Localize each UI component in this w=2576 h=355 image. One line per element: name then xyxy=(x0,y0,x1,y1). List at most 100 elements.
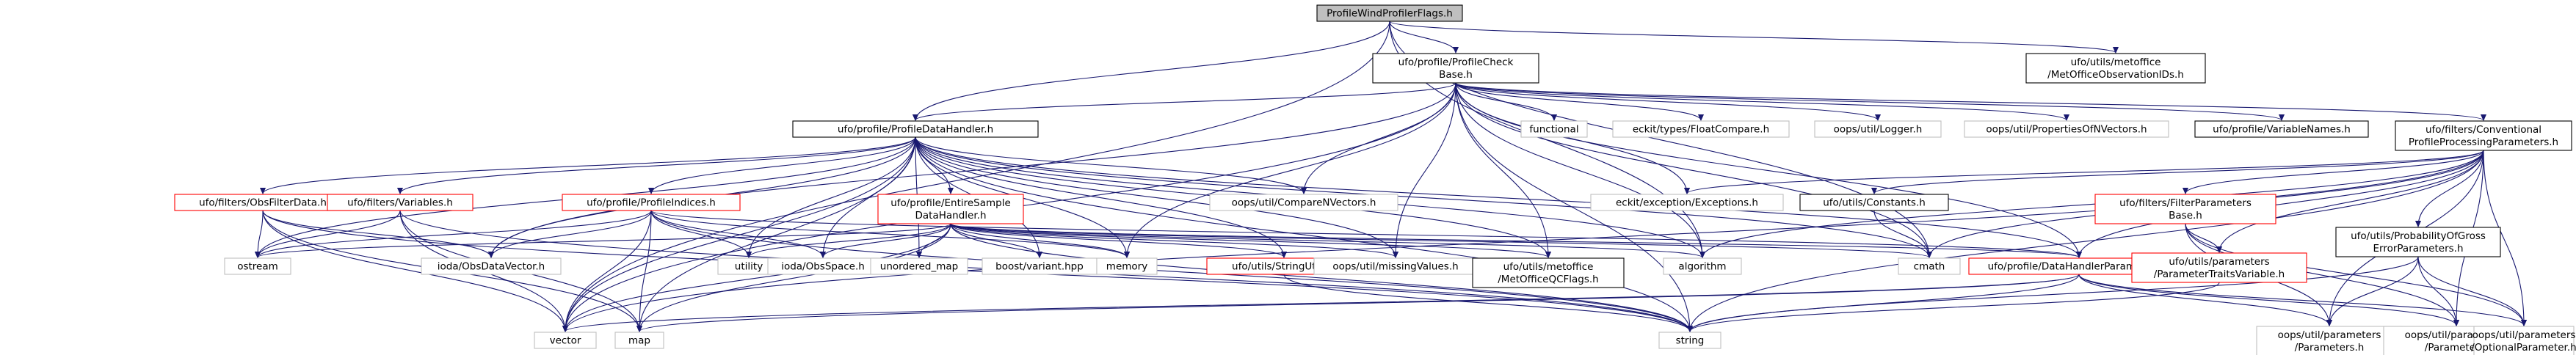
node-box[interactable] xyxy=(2473,326,2575,355)
node-box[interactable] xyxy=(1658,332,1721,349)
node-root[interactable]: ProfileWindProfilerFlags.h xyxy=(1316,4,1463,22)
edge-esdh-to-string xyxy=(950,223,1690,332)
edge-pindices-to-utility xyxy=(650,210,749,257)
edge-obsfilter-to-ostream xyxy=(258,210,264,257)
node-box[interactable] xyxy=(2131,252,2307,283)
edge-obsfilter-to-obsdatavec xyxy=(262,210,491,257)
node-box[interactable] xyxy=(534,332,597,349)
node-box[interactable] xyxy=(1663,257,1742,275)
edge-cppp-to-algorithm xyxy=(1702,150,2484,257)
node-box[interactable] xyxy=(1612,120,1790,138)
node-box[interactable] xyxy=(2395,120,2572,151)
edge-variables-to-ostream xyxy=(258,210,401,257)
node-box[interactable] xyxy=(1590,194,1784,211)
node-label: ufo/profile/VariableNames.h xyxy=(2213,124,2351,136)
node-vector[interactable]: vector xyxy=(534,332,597,349)
node-box[interactable] xyxy=(562,194,741,211)
node-missing[interactable]: oops/util/missingValues.h xyxy=(1313,257,1478,275)
node-label: ufo/utils/metoffice xyxy=(2071,56,2161,68)
node-functional[interactable]: functional xyxy=(1520,120,1588,138)
node-box[interactable] xyxy=(1472,257,1625,288)
node-algorithm[interactable]: algorithm xyxy=(1663,257,1742,275)
node-memory[interactable]: memory xyxy=(1096,257,1158,275)
node-obsfilter[interactable]: ufo/filters/ObsFilterData.h xyxy=(174,194,352,211)
node-cmath[interactable]: cmath xyxy=(1898,257,1961,275)
node-constants[interactable]: ufo/utils/Constants.h xyxy=(1799,194,1949,211)
edge-dhp-to-string xyxy=(1690,274,2080,332)
node-box[interactable] xyxy=(2094,194,2276,224)
node-box[interactable] xyxy=(2194,120,2369,138)
edge-root-to-pdh xyxy=(915,21,1390,120)
node-moqc[interactable]: ufo/utils/metoffice/MetOfficeQCFlags.h xyxy=(1472,257,1625,288)
node-pdh[interactable]: ufo/profile/ProfileDataHandler.h xyxy=(792,120,1039,138)
edge-constants-to-cmath xyxy=(1873,210,1929,257)
node-variant[interactable]: boost/variant.hpp xyxy=(982,257,1097,275)
node-variables[interactable]: ufo/filters/Variables.h xyxy=(327,194,474,211)
node-box[interactable] xyxy=(1520,120,1588,138)
node-box[interactable] xyxy=(1096,257,1158,275)
node-string[interactable]: string xyxy=(1658,332,1721,349)
edge-pindices-to-memory xyxy=(650,210,1127,257)
node-mo-ids[interactable]: ufo/utils/metoffice/MetOfficeObservation… xyxy=(2025,53,2206,84)
edge-pdh-to-string xyxy=(915,136,1690,332)
node-box[interactable] xyxy=(1898,257,1961,275)
edge-esdh-to-obsspace xyxy=(823,223,951,257)
node-comparenv[interactable]: oops/util/CompareNVectors.h xyxy=(1209,194,1398,211)
node-box[interactable] xyxy=(1964,120,2169,138)
node-label: map xyxy=(628,335,650,347)
node-pindices[interactable]: ufo/profile/ProfileIndices.h xyxy=(562,194,741,211)
node-poge[interactable]: ufo/utils/ProbabilityOfGrossErrorParamet… xyxy=(2335,227,2501,257)
node-box[interactable] xyxy=(2256,326,2403,355)
node-varnames[interactable]: ufo/profile/VariableNames.h xyxy=(2194,120,2369,138)
node-map[interactable]: map xyxy=(614,332,664,349)
edge-pcb-to-propvec xyxy=(1455,82,2067,120)
node-label: /Parameter.h xyxy=(2425,342,2488,354)
node-ptv[interactable]: ufo/utils/parameters/ParameterTraitsVari… xyxy=(2131,252,2307,283)
node-params[interactable]: oops/util/parameters/Parameters.h xyxy=(2256,326,2403,355)
node-utility[interactable]: utility xyxy=(717,257,780,275)
node-exceptions[interactable]: eckit/exception/Exceptions.h xyxy=(1590,194,1784,211)
node-label: ufo/profile/ProfileIndices.h xyxy=(587,197,716,209)
edge-pindices-to-dhp xyxy=(650,210,2079,257)
node-obsdatavec[interactable]: ioda/ObsDataVector.h xyxy=(421,257,562,275)
node-ostream[interactable]: ostream xyxy=(224,257,291,275)
node-propvec[interactable]: oops/util/PropertiesOfNVectors.h xyxy=(1964,120,2169,138)
node-cppp[interactable]: ufo/filters/ConventionalProfileProcessin… xyxy=(2395,120,2572,151)
edge-obsfilter-to-vector xyxy=(262,210,565,332)
node-label: eckit/exception/Exceptions.h xyxy=(1616,197,1758,209)
edge-esdh-to-ostream xyxy=(258,223,951,257)
node-box[interactable] xyxy=(792,120,1039,138)
edge-cppp-to-fpb xyxy=(2185,150,2484,194)
node-label: Base.h xyxy=(1439,69,1473,81)
node-umap[interactable]: unordered_map xyxy=(870,257,968,275)
node-box[interactable] xyxy=(1814,120,1942,138)
edge-esdh-to-memory xyxy=(950,223,1127,257)
node-box[interactable] xyxy=(327,194,474,211)
node-label: /Parameters.h xyxy=(2295,342,2365,354)
edge-dhp-to-vector xyxy=(565,274,2080,332)
node-box[interactable] xyxy=(421,257,562,275)
node-box[interactable] xyxy=(1799,194,1949,211)
edge-esdh-to-algorithm xyxy=(950,223,1702,257)
node-box[interactable] xyxy=(1316,4,1463,22)
node-box[interactable] xyxy=(1372,53,1539,84)
node-label: utility xyxy=(735,261,763,273)
edge-pcb-to-pdh xyxy=(915,82,1456,120)
node-label: ufo/profile/ProfileCheck xyxy=(1398,56,1514,68)
node-optparam[interactable]: oops/util/parameters/OptionalParameter.h xyxy=(2471,326,2576,355)
node-box[interactable] xyxy=(614,332,664,349)
node-box[interactable] xyxy=(224,257,291,275)
node-label: oops/util/PropertiesOfNVectors.h xyxy=(1986,124,2147,136)
node-box[interactable] xyxy=(2335,227,2501,257)
node-obsspace[interactable]: ioda/ObsSpace.h xyxy=(767,257,879,275)
node-logger[interactable]: oops/util/Logger.h xyxy=(1814,120,1942,138)
node-box[interactable] xyxy=(877,194,1024,224)
node-label: ostream xyxy=(237,261,278,273)
node-box[interactable] xyxy=(2025,53,2206,84)
node-floatcmp[interactable]: eckit/types/FloatCompare.h xyxy=(1612,120,1790,138)
node-box[interactable] xyxy=(1209,194,1398,211)
node-box[interactable] xyxy=(870,257,968,275)
